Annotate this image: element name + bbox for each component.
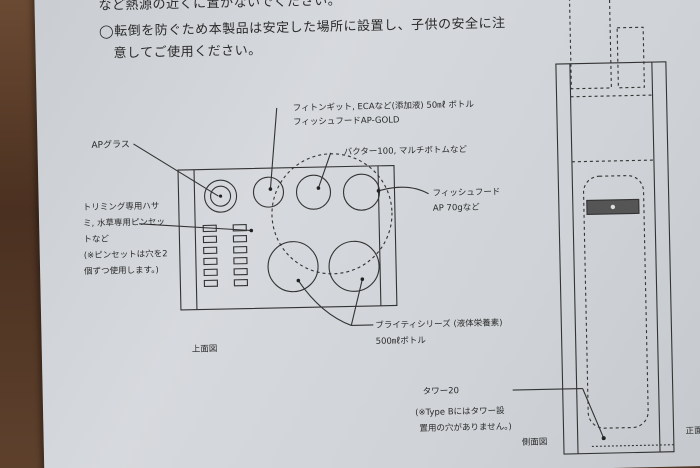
label-fishfood-line1: フィッシュフード [432, 187, 501, 199]
label-tweezers-line3: トなど [83, 234, 110, 246]
caption-side-view: 側面図 [521, 437, 548, 448]
label-ap-glass: APグラス [91, 140, 130, 151]
label-fishfood-line2: AP 70gなど [432, 202, 480, 214]
label-tower-note2: 置用の穴がありません。) [419, 422, 512, 435]
label-brighty-line1: ブライティシリーズ (液体栄養素) [375, 318, 503, 331]
label-bacter: バクター100, マルチボトムなど [343, 144, 468, 158]
instruction-sheet: など熱源の近くに置かないでください。 ◯転倒を防ぐため本製品は安定した場所に設置… [34, 0, 700, 468]
label-tweezers-line2: ミ, 水草専用ピンセッ [83, 217, 166, 230]
large-bottle-left [267, 241, 319, 293]
side-view-small-bottle [616, 26, 645, 89]
label-tweezers-line5: 個ずつ使用します。) [84, 265, 159, 278]
diagram-drawings [133, 0, 675, 455]
medium-bottle-hole [295, 174, 332, 210]
label-tower: タワー20 [422, 386, 460, 397]
caption-front-view: 正面図 [685, 425, 700, 437]
label-tower-note1: (※Type Bにはタワー設 [415, 406, 505, 419]
small-bottle-hole [252, 176, 285, 208]
dashed-guide-circle [271, 153, 393, 275]
ap-glass-inner [210, 185, 232, 207]
ap-glass-outer [204, 179, 238, 213]
label-tweezers-line1: トリミング専用ハサ [82, 201, 160, 214]
side-view-inner-bottle [583, 175, 649, 429]
large-bottle-right [328, 240, 380, 292]
caption-top-view: 上面図 [191, 344, 218, 355]
top-view-tray [177, 164, 398, 311]
side-view-tower [568, 0, 612, 90]
label-brighty-line2: 500㎖ボトル [375, 335, 426, 347]
fishfood-hole [342, 173, 381, 211]
label-tweezers-line4: (※ピンセットは穴を2 [83, 249, 168, 262]
label-fiton-line2: フィッシュフードAP-GOLD [292, 115, 400, 128]
